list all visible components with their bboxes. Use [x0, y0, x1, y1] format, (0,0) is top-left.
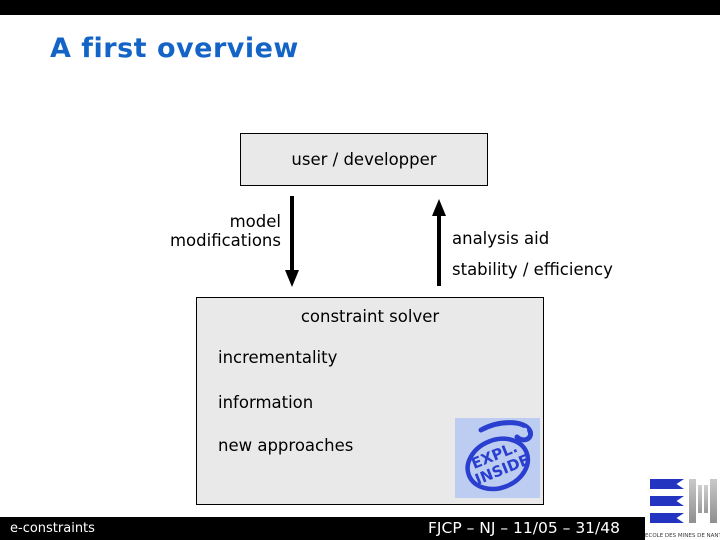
- stamp-swoosh-dot: [522, 427, 528, 433]
- constraint-solver-title: constraint solver: [300, 307, 440, 326]
- user-developper-box: user / developper: [240, 133, 488, 186]
- stability-efficiency-label: stability / efficiency: [452, 260, 613, 279]
- model-modifications-label: model modifications: [101, 212, 281, 250]
- expl-inside-stamp-icon: EXPL. INSIDE: [455, 418, 540, 498]
- constraint-solver-box: constraint solver incrementality informa…: [196, 297, 544, 505]
- ecole-des-mines-logo: ECOLE DES MINES DE NANTES: [645, 473, 720, 540]
- modifications-line: modifications: [169, 231, 281, 250]
- logo-m-bar: [710, 479, 717, 523]
- solver-item-new-approaches: new approaches: [218, 436, 354, 455]
- up-arrow-shaft: [437, 215, 441, 286]
- logo-caption: ECOLE DES MINES DE NANTES: [645, 533, 720, 539]
- logo-m-bar: [689, 479, 696, 523]
- down-arrow-head-icon: [285, 270, 299, 287]
- logo-e-bar: [650, 496, 684, 506]
- solver-item-incrementality: incrementality: [218, 348, 338, 367]
- stamp-swoosh: [478, 420, 534, 443]
- logo-m-bar: [698, 485, 702, 513]
- up-arrow-head-icon: [432, 199, 446, 216]
- user-developper-label: user / developper: [291, 150, 437, 169]
- footer-project-label: e-constraints: [10, 521, 95, 536]
- footer-bar: e-constraints FJCP – NJ – 11/05 – 31/48: [0, 517, 720, 540]
- slide-title: A first overview: [50, 33, 299, 64]
- solver-item-information: information: [218, 393, 314, 412]
- logo-e-bar: [650, 479, 684, 489]
- footer-page-label: FJCP – NJ – 11/05 – 31/48: [428, 519, 620, 537]
- down-arrow-shaft: [290, 196, 294, 272]
- logo-m-bar: [704, 485, 708, 513]
- logo-e-bar: [650, 513, 684, 523]
- top-black-bar: [0, 0, 720, 15]
- model-line: model: [229, 212, 281, 231]
- analysis-aid-label: analysis aid: [452, 229, 550, 248]
